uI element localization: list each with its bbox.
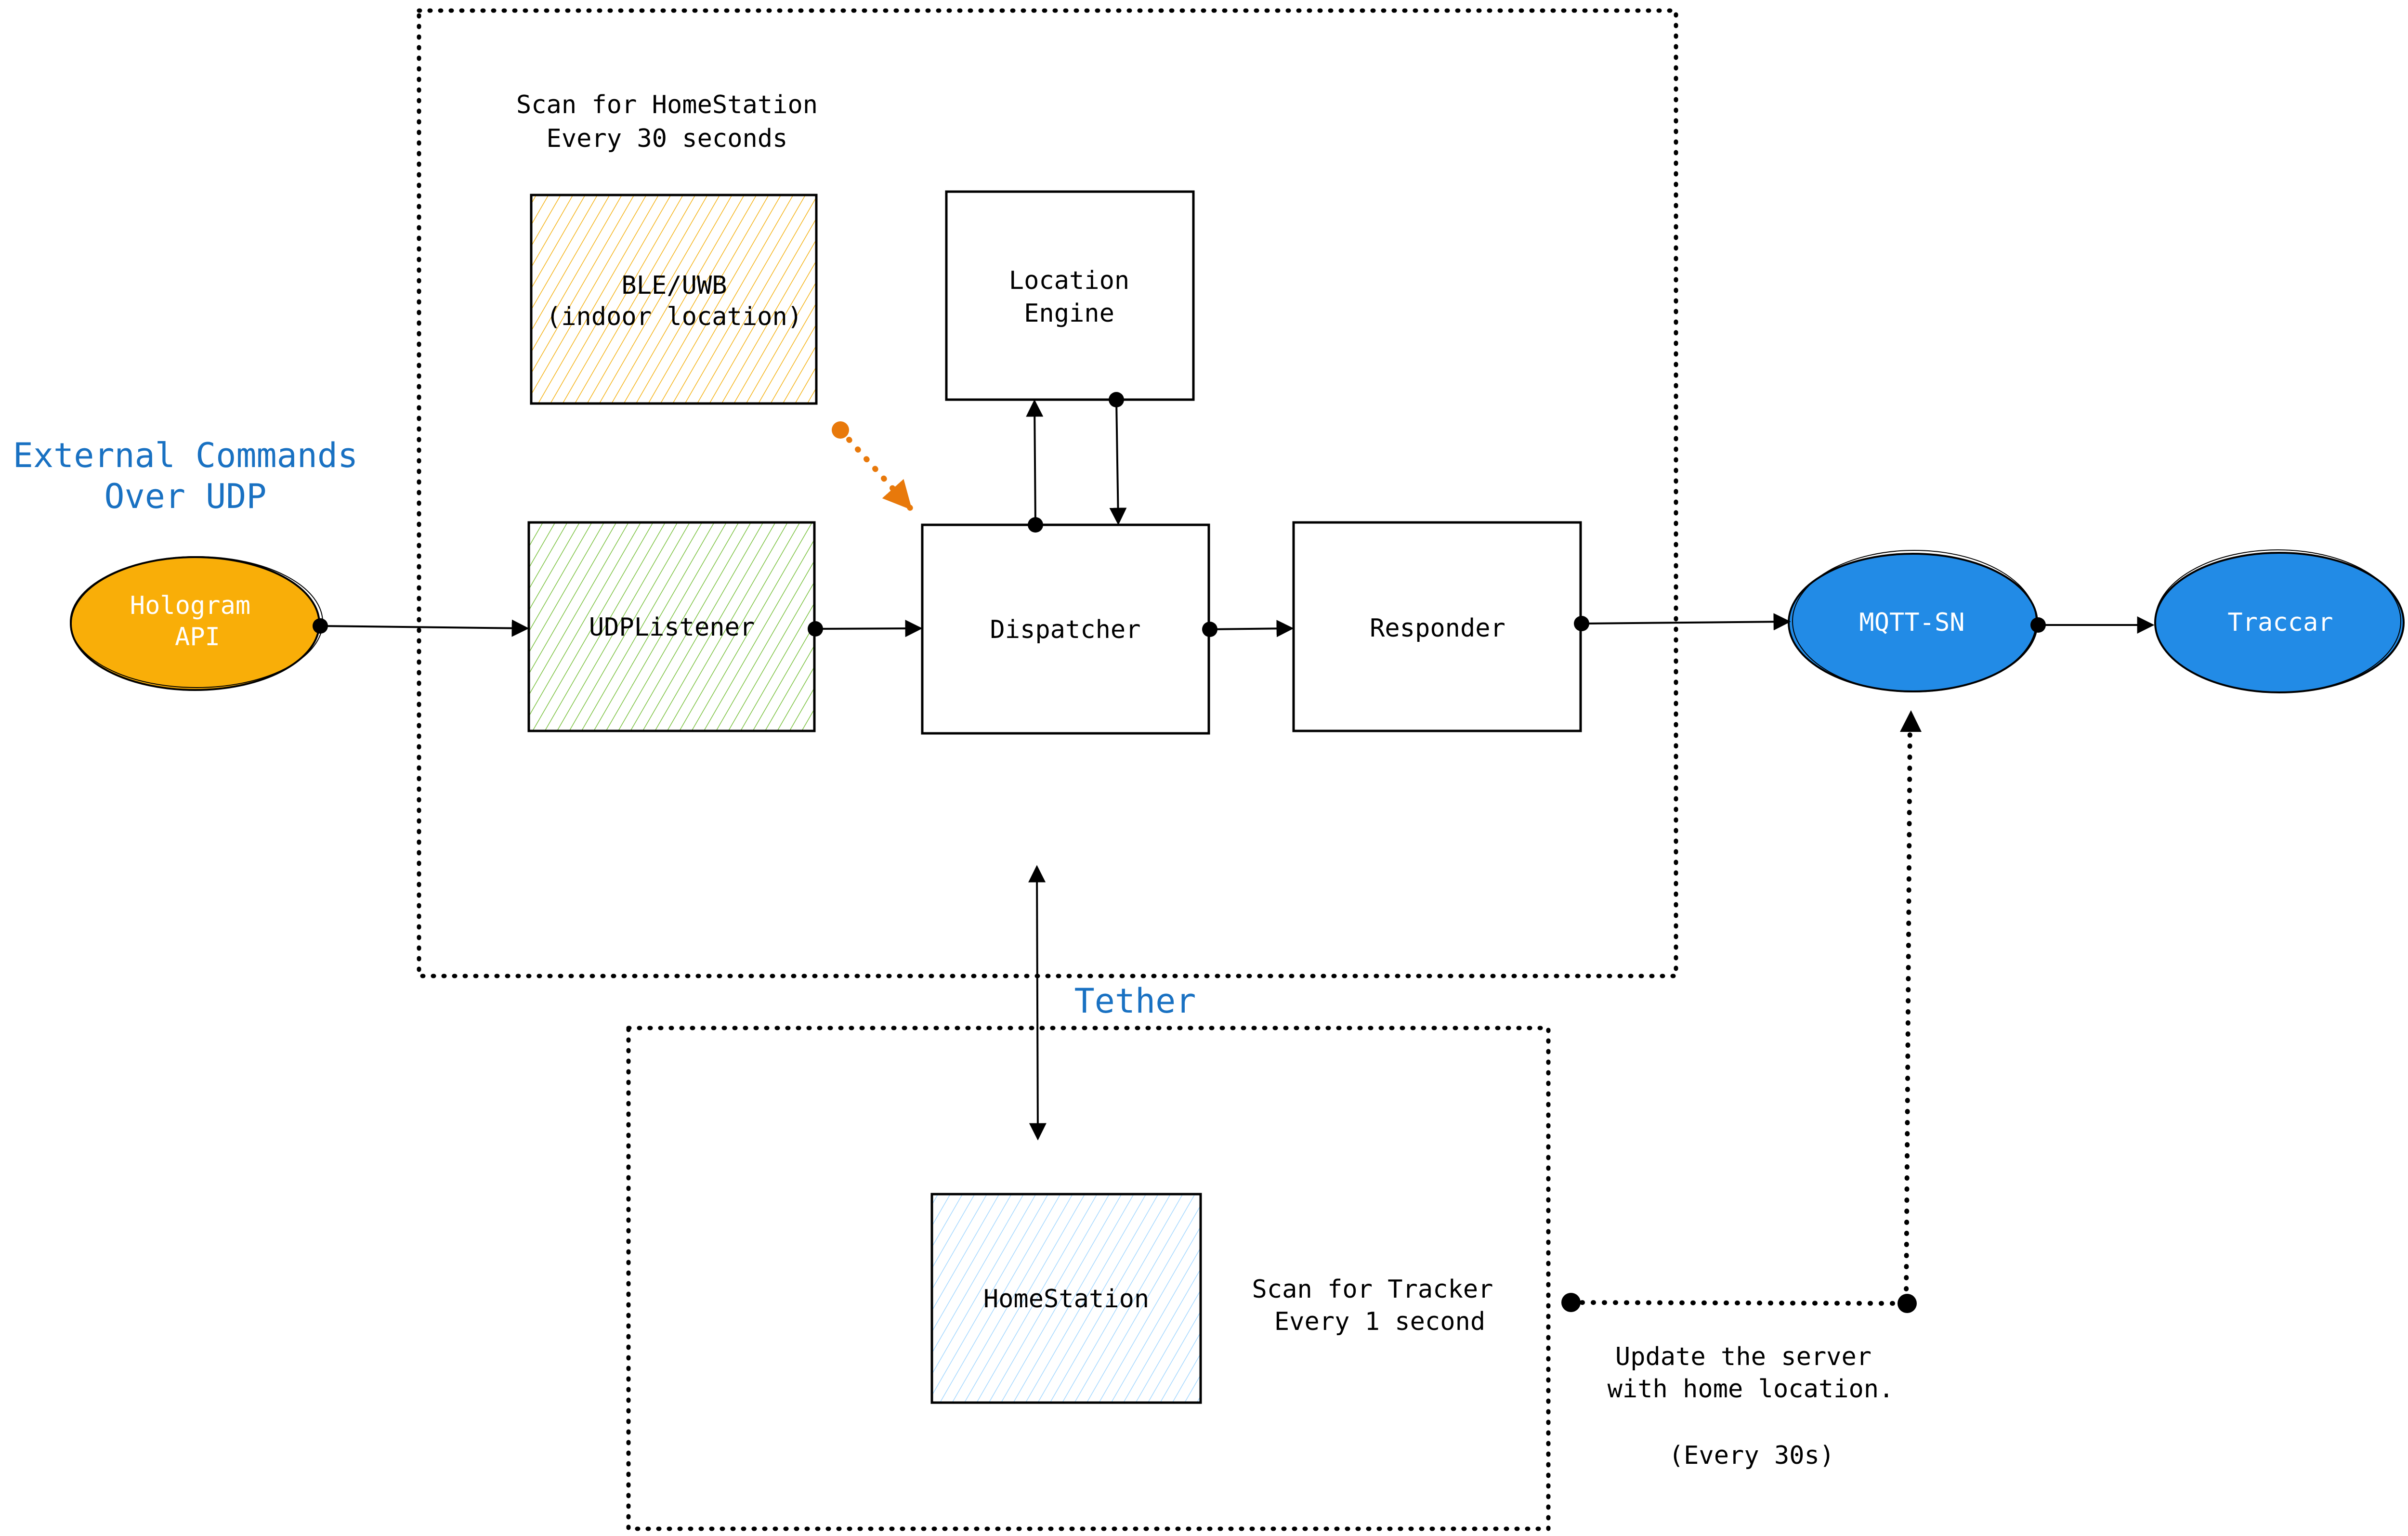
- ble-uwb-label-line2: (indoor location): [546, 302, 802, 331]
- edge-ble-to-dispatcher: [832, 421, 913, 511]
- tether-label: Tether: [1074, 981, 1196, 1021]
- edge-location-engine-to-dispatcher: [1109, 392, 1127, 525]
- edge-responder-to-mqtt: [1574, 613, 1791, 631]
- edge-hologram-to-udplistener: [313, 618, 529, 637]
- location-engine-label: Location: [1009, 266, 1129, 295]
- udp-listener-node[interactable]: UDPListener: [527, 521, 816, 732]
- edge-homestation-to-server-horizontal: [1561, 1293, 1917, 1313]
- ble-uwb-label: BLE/UWB: [621, 271, 727, 300]
- tracker-frame: [417, 8, 1678, 978]
- scan-tracker-label-line2: Every 1 second: [1274, 1307, 1485, 1336]
- udp-listener-label: UDPListener: [589, 613, 755, 642]
- homestation-label: HomeStation: [983, 1285, 1149, 1314]
- dispatcher-label: Dispatcher: [990, 615, 1140, 644]
- mqtt-sn-label: MQTT-SN: [1859, 608, 1964, 637]
- responder-node[interactable]: Responder: [1292, 521, 1582, 732]
- edge-udplistener-to-dispatcher: [808, 620, 923, 638]
- edge-dispatcher-to-responder: [1202, 620, 1294, 638]
- location-engine-label-line2: Engine: [1024, 299, 1114, 328]
- homestation-node[interactable]: HomeStation: [930, 1193, 1202, 1404]
- external-commands-label-line2: Over UDP: [104, 477, 266, 516]
- edge-tether: [1028, 865, 1047, 1141]
- traccar-node[interactable]: Traccar: [2154, 549, 2405, 693]
- mqtt-arrowhead-icon: [1900, 710, 1922, 732]
- update-server-label-line2: with home location.: [1608, 1375, 1894, 1404]
- traccar-label: Traccar: [2227, 608, 2333, 637]
- update-server-label-line3: (Every 30s): [1669, 1441, 1834, 1470]
- location-engine-node[interactable]: Location Engine: [945, 190, 1195, 401]
- edge-dispatcher-to-location-engine: [1026, 399, 1044, 533]
- hologram-api-node[interactable]: Hologram API: [70, 556, 323, 691]
- scan-tracker-label: Scan for Tracker: [1252, 1275, 1493, 1304]
- scan-homestation-label-line2: Every 30 seconds: [547, 124, 788, 153]
- mqtt-sn-node[interactable]: MQTT-SN: [1788, 550, 2038, 692]
- hologram-api-label-line2: API: [175, 623, 220, 651]
- edge-homestation-to-server-vertical: [1904, 715, 1912, 1302]
- scan-homestation-label: Scan for HomeStation: [516, 91, 818, 119]
- external-commands-label: External Commands: [13, 436, 358, 475]
- hologram-api-label: Hologram: [130, 591, 250, 620]
- responder-label: Responder: [1370, 614, 1505, 643]
- ble-uwb-node[interactable]: BLE/UWB (indoor location): [530, 194, 818, 405]
- update-server-label: Update the server: [1615, 1342, 1871, 1371]
- dispatcher-node[interactable]: Dispatcher: [921, 523, 1210, 735]
